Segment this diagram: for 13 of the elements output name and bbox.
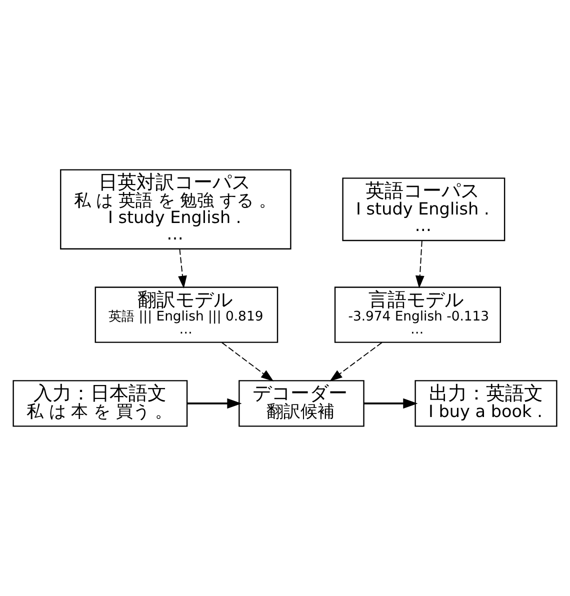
arrow xyxy=(364,398,418,409)
arrow xyxy=(178,248,187,288)
node-box: デコーダー 翻訳候補 xyxy=(238,380,364,427)
node-box: 出力：英語文 I buy a book . xyxy=(414,380,558,427)
node-box: 言語モデル -3.974 English -0.113 … xyxy=(334,286,501,343)
arrow xyxy=(330,342,382,382)
node-box: 入力：日本語文 私 は 本 を 買う 。 xyxy=(12,380,188,427)
arrow xyxy=(187,398,242,409)
arrow xyxy=(221,342,274,382)
node-box: 翻訳モデル 英語 ||| English ||| 0.819 … xyxy=(94,286,278,343)
node-box: 日英対訳コーパス 私 は 英語 を 勉強 する 。 I study English . … xyxy=(60,169,292,250)
arrow xyxy=(415,240,424,288)
node-box: 英語コーパス I study English . … xyxy=(342,178,506,242)
